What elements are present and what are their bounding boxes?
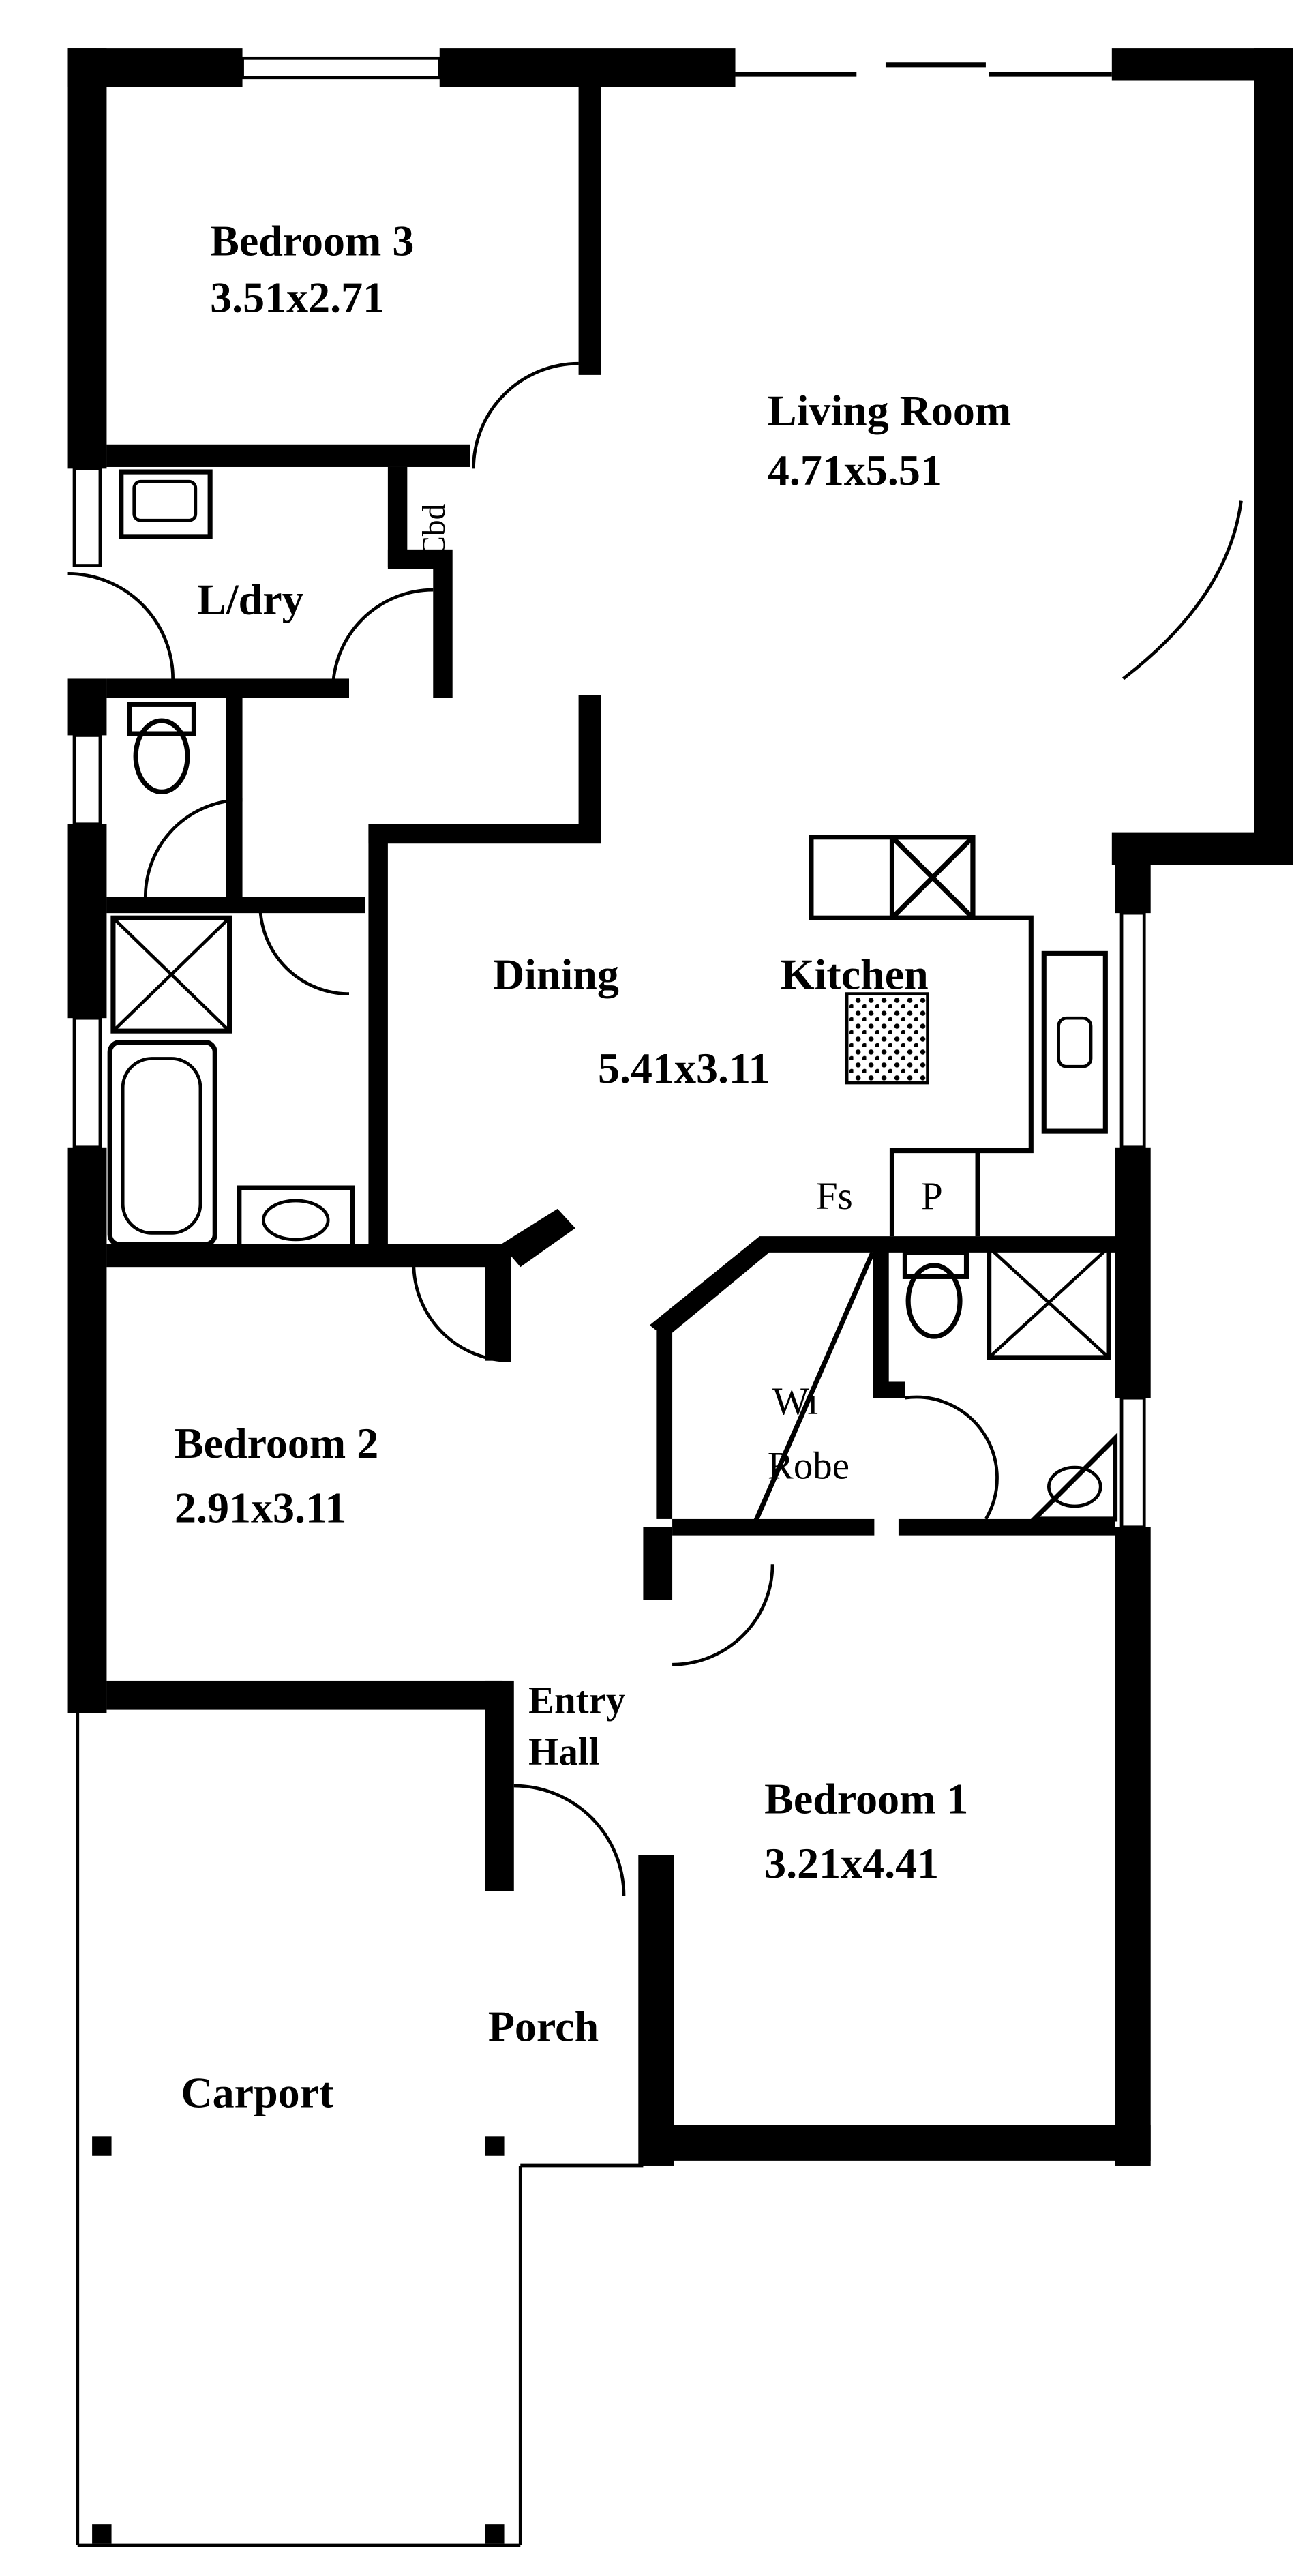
cupboard-name: Cbd <box>417 503 452 557</box>
fixtures <box>107 469 1118 1522</box>
living-room-name: Living Room <box>768 386 1011 434</box>
fridge-space-label: Fs <box>816 1175 853 1218</box>
door-swings <box>67 361 1243 1896</box>
walls <box>67 48 1293 2547</box>
wir-label-1: Wi <box>772 1380 818 1423</box>
wir-label-2: Robe <box>768 1445 849 1488</box>
entry-label-2: Hall <box>528 1731 599 1773</box>
carport-name: Carport <box>181 2069 334 2117</box>
living-room-size: 4.71x5.51 <box>768 446 942 494</box>
porch-name: Porch <box>488 2002 599 2050</box>
room-labels: Bedroom 3 3.51x2.71 Living Room 4.71x5.5… <box>175 216 1011 2116</box>
bedroom3-size: 3.51x2.71 <box>210 273 385 321</box>
dining-kitchen-size: 5.41x3.11 <box>598 1044 770 1092</box>
kitchen-name: Kitchen <box>781 950 929 999</box>
bedroom3-name: Bedroom 3 <box>210 216 414 265</box>
kitchen-island-dots <box>845 992 929 1085</box>
bedroom1-size: 3.21x4.41 <box>764 1839 939 1887</box>
dining-name: Dining <box>493 950 619 999</box>
laundry-name: L/dry <box>197 575 303 624</box>
bedroom2-name: Bedroom 2 <box>175 1419 378 1467</box>
bedroom1-name: Bedroom 1 <box>764 1774 968 1823</box>
pantry-label: P <box>921 1175 943 1218</box>
entry-label-1: Entry <box>528 1679 625 1722</box>
bedroom2-size: 2.91x3.11 <box>175 1484 346 1532</box>
